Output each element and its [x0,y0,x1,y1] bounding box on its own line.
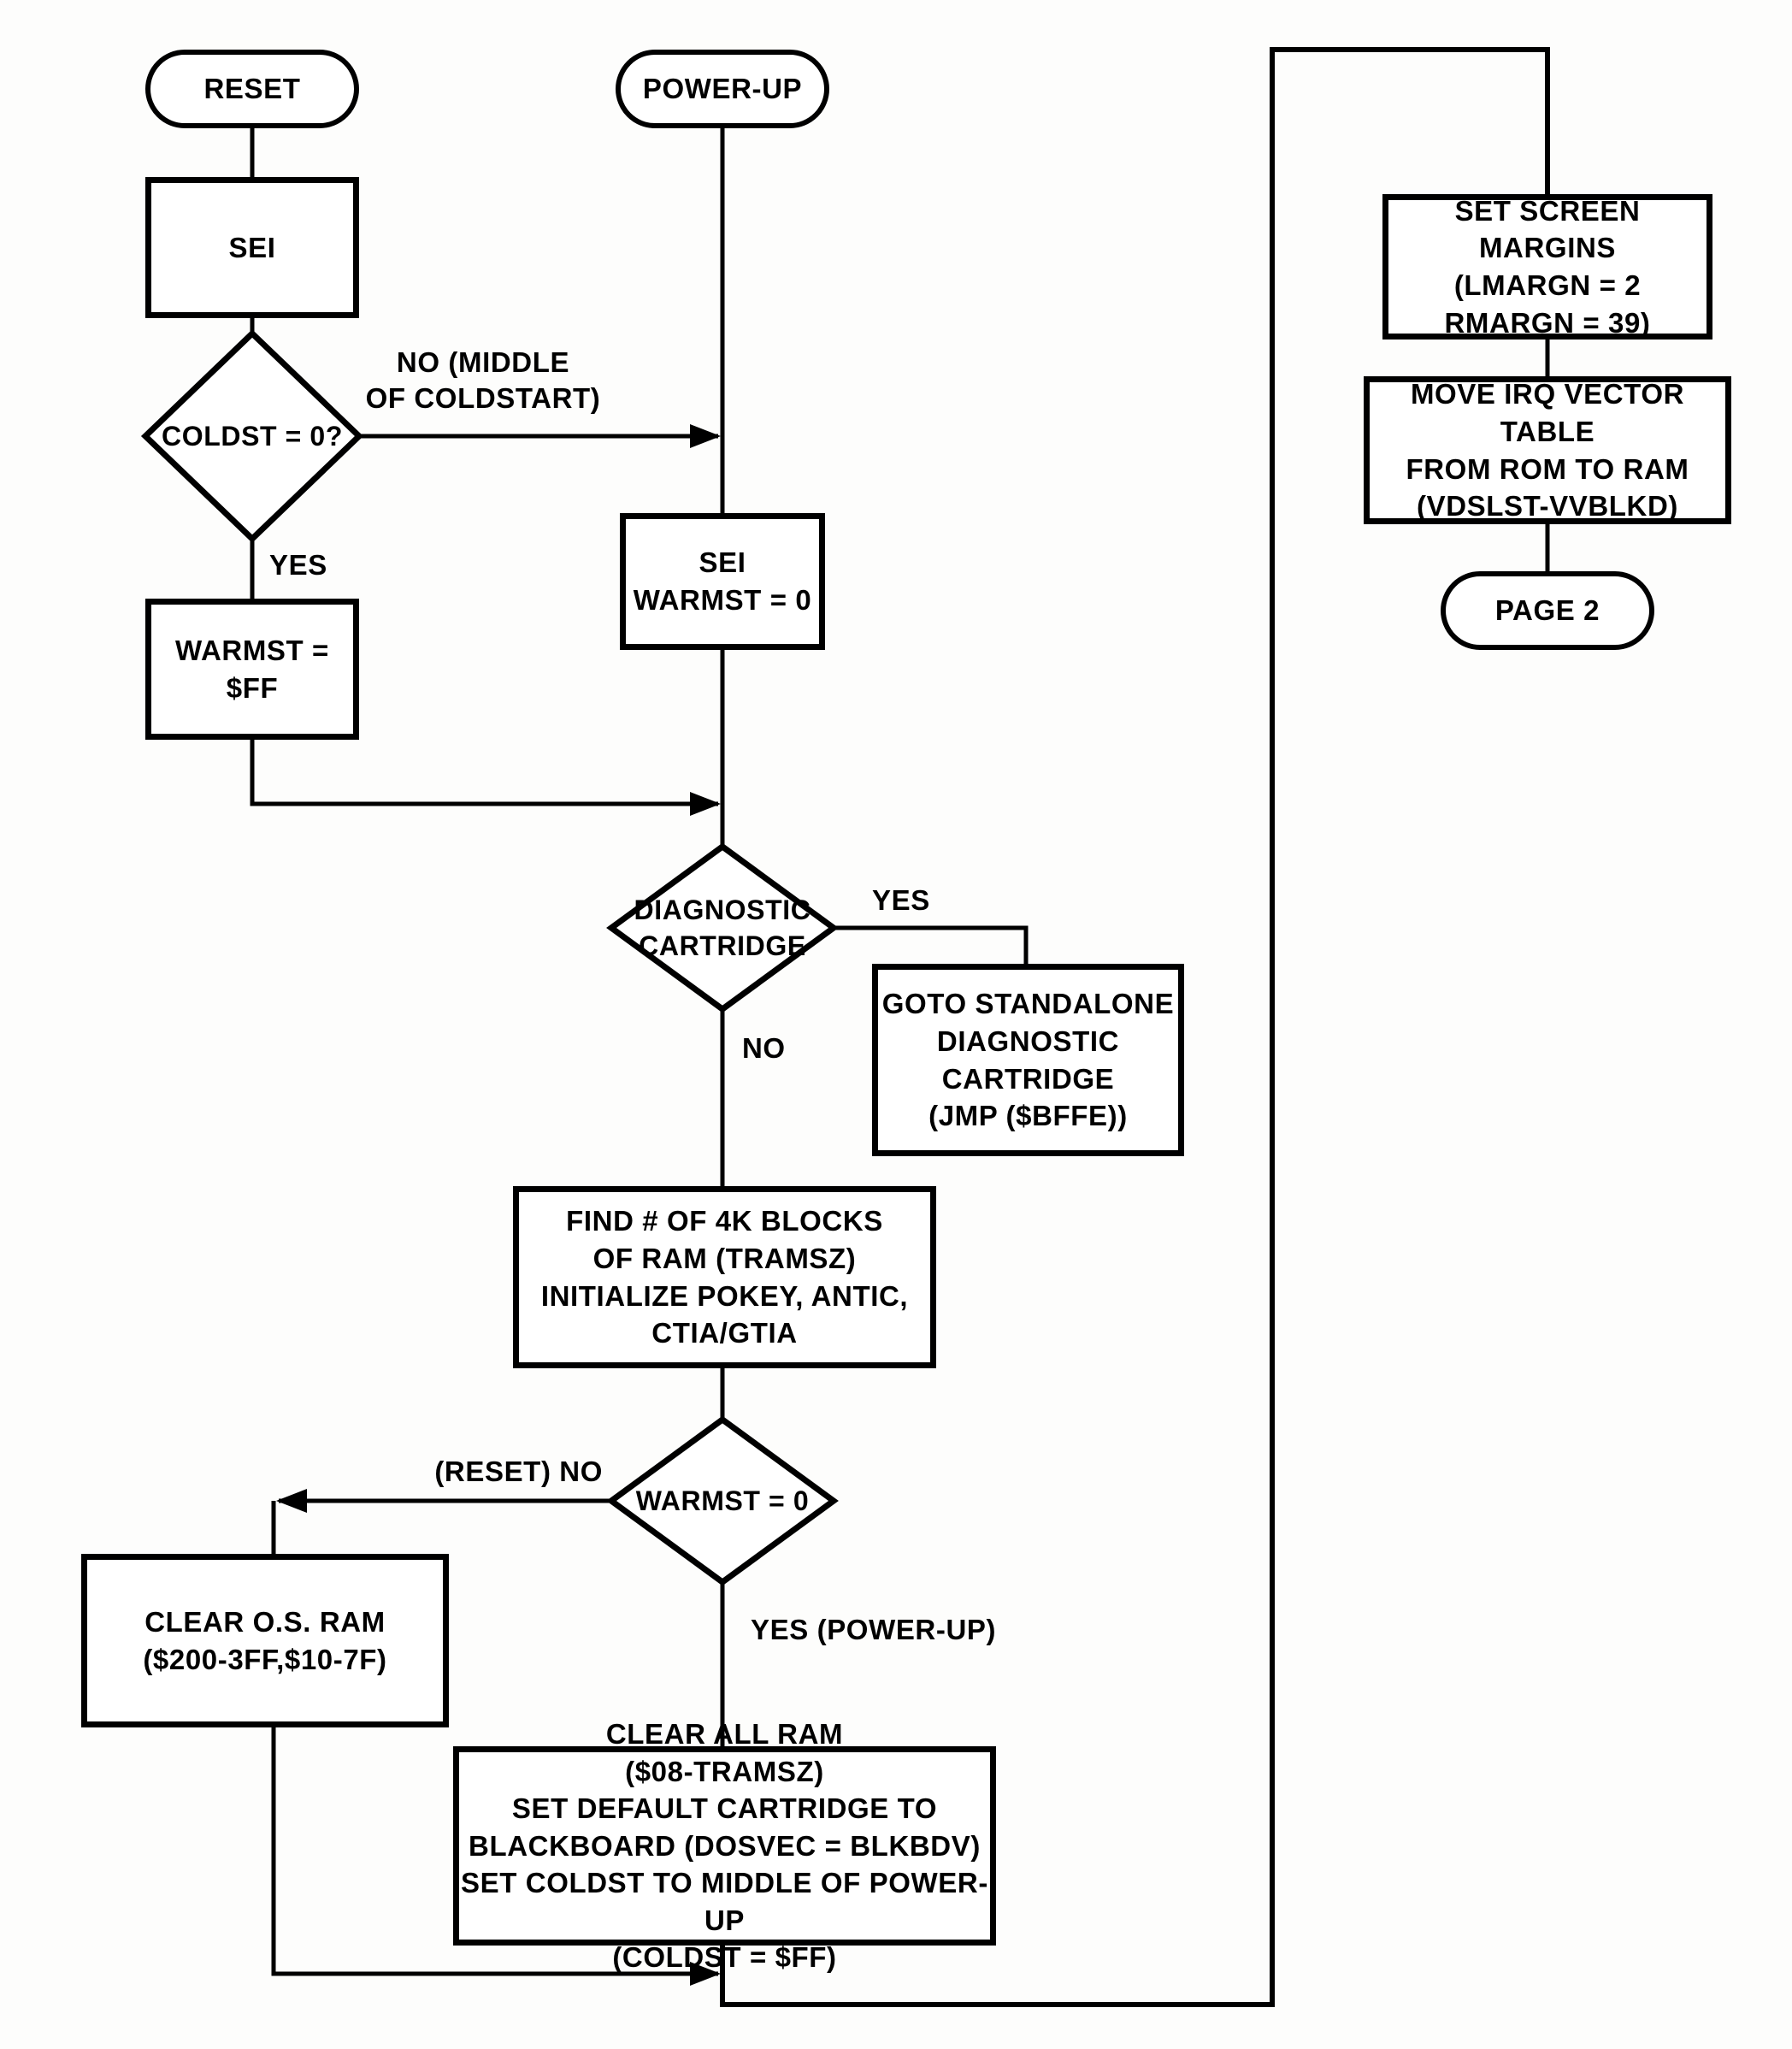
powerup-label: POWER-UP [642,73,803,105]
diagnostic-yes-branch-label: YES [872,884,930,916]
diagnostic-no-branch-label: NO [742,1032,786,1064]
clear-all-ram-process-box: CLEAR ALL RAM ($08-TRAMSZ) SET DEFAULT C… [453,1718,996,1973]
coldst-decision-diamond [140,329,364,543]
coldst-label-wrap: COLDST = 0? [150,410,355,462]
sei-warmst0-process-box: SEI WARMST = 0 [620,513,825,650]
no-middle-coldstart-branch-label: NO (MIDDLE OF COLDSTART) [365,346,601,415]
move-irq-label: MOVE IRQ VECTOR TABLE FROM ROM TO RAM (V… [1406,378,1689,523]
goto-diagnostic-label: GOTO STANDALONE DIAGNOSTIC CARTRIDGE (JM… [881,988,1175,1132]
set-screen-margins-label: SET SCREEN MARGINS (LMARGN = 2 RMARGN = … [1444,194,1651,339]
powerup-terminator: POWER-UP [616,50,829,128]
coldst-yes-branch-label: YES [269,549,327,581]
clear-all-ram-label: CLEAR ALL RAM ($08-TRAMSZ) SET DEFAULT C… [461,1718,988,1974]
find-ram-process-box: FIND # OF 4K BLOCKS OF RAM (TRAMSZ) INIT… [513,1186,936,1368]
warmst-ff-label: WARMST = $FF [175,634,329,704]
move-irq-process-box: MOVE IRQ VECTOR TABLE FROM ROM TO RAM (V… [1364,376,1731,524]
edge-return-loop [720,47,1550,2007]
clear-os-ram-label: CLEAR O.S. RAM ($200-3FF,$10-7F) [143,1605,387,1675]
warmst0-label-wrap: WARMST = 0 [603,1475,842,1526]
reset-terminator: RESET [145,50,359,128]
clear-os-ram-process-box: CLEAR O.S. RAM ($200-3FF,$10-7F) [81,1554,449,1727]
sei-warmst0-label: SEI WARMST = 0 [633,546,812,616]
sei-process-box: SEI [145,177,359,318]
set-screen-margins-process-box: SET SCREEN MARGINS (LMARGN = 2 RMARGN = … [1382,194,1712,340]
coldst-label: COLDST = 0? [162,420,343,452]
warmst0-yes-powerup-branch-label: YES (POWER-UP) [751,1614,997,1645]
sei-label: SEI [228,231,276,263]
find-ram-label: FIND # OF 4K BLOCKS OF RAM (TRAMSZ) INIT… [540,1205,909,1349]
diagnostic-cartridge-decision-diamond [606,842,839,1013]
diagnostic-cartridge-label-wrap: DIAGNOSTIC CARTRIDGE [611,889,834,966]
page2-label: PAGE 2 [1494,594,1600,627]
warmst0-label: WARMST = 0 [635,1485,810,1516]
warmst-ff-process-box: WARMST = $FF [145,599,359,740]
warmst0-reset-no-branch-label: (RESET) NO [434,1456,603,1487]
reset-label: RESET [203,73,301,105]
edge-clearos-merge [271,1726,721,1986]
edge-diag-yes [832,925,1029,964]
page2-terminator: PAGE 2 [1441,571,1654,650]
goto-diagnostic-process-box: GOTO STANDALONE DIAGNOSTIC CARTRIDGE (JM… [872,964,1184,1156]
diagnostic-cartridge-label: DIAGNOSTIC CARTRIDGE [634,894,811,961]
warmst0-decision-diamond [606,1415,839,1586]
edge-warmstff-merge [250,738,721,816]
